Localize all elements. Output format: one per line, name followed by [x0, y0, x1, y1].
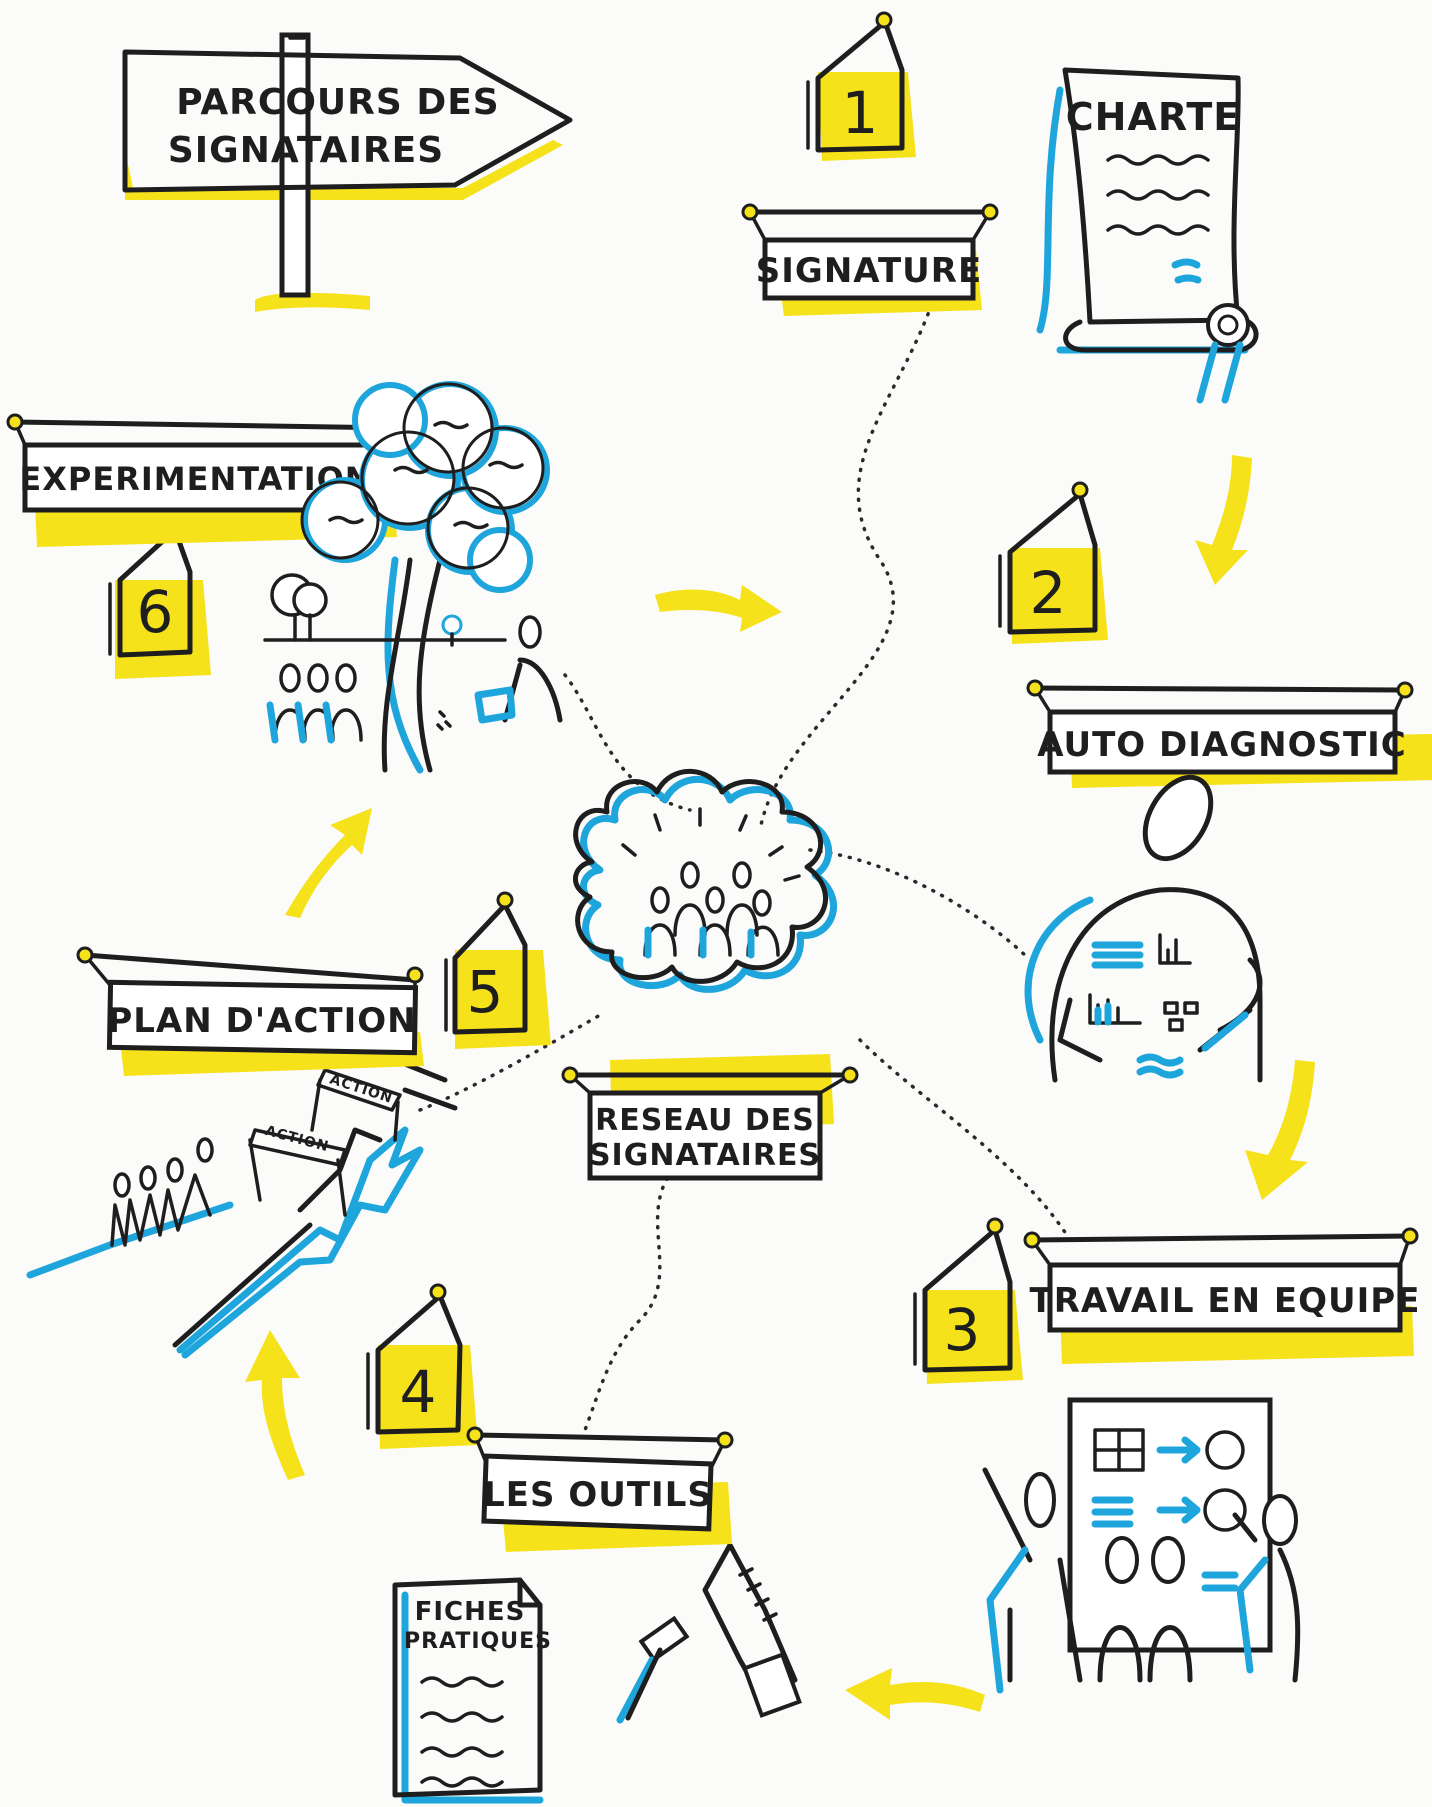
tree-scene — [263, 381, 563, 774]
arrow-board-to-tools — [845, 1668, 985, 1720]
step-4-number: 4 — [400, 1358, 437, 1426]
step-1-label-sign: SIGNATURE — [741, 203, 999, 316]
experimentation-crowd — [266, 663, 363, 744]
step-4-label-sign: LES OUTILS — [466, 1426, 734, 1552]
step-4-label: LES OUTILS — [483, 1475, 713, 1515]
step-4-flag: 4 — [366, 1283, 478, 1449]
action-banner-upper: ACTION — [328, 1071, 395, 1106]
fiches-document: FICHES PRATIQUES — [392, 1577, 552, 1804]
tools-icon — [616, 1542, 802, 1724]
charter-scroll: CHARTE — [1036, 67, 1259, 404]
fiches-line2: PRATIQUES — [404, 1629, 552, 1654]
center-label-sign: RESEAU DES SIGNATAIRES — [561, 1054, 859, 1181]
arrow-step2-to-step3 — [1245, 1060, 1315, 1200]
signpost-title-line2: SIGNATAIRES — [168, 130, 444, 171]
step-5-label-sign: PLAN D'ACTION — [76, 946, 424, 1076]
step-2-flag: 2 — [998, 481, 1108, 644]
fiches-line1: FICHES — [415, 1597, 526, 1627]
center-label-line2: SIGNATAIRES — [589, 1138, 821, 1173]
signpost: PARCOURS DES SIGNATAIRES — [122, 32, 573, 312]
network-crowd — [643, 861, 780, 959]
arrow-step6-to-step1 — [655, 585, 782, 632]
diagnostic-figure — [1024, 774, 1263, 1083]
step-3-flag: 3 — [913, 1217, 1023, 1384]
step-3-number: 3 — [944, 1296, 981, 1364]
step-2-number: 2 — [1030, 559, 1067, 627]
center-label-line1: RESEAU DES — [595, 1103, 815, 1138]
arrow-step5-to-step6 — [285, 808, 372, 918]
action-plan-crowd — [110, 1137, 214, 1247]
step-3-label: TRAVAIL EN EQUIPE — [1030, 1281, 1421, 1321]
signpost-title-line1: PARCOURS DES — [176, 82, 500, 123]
network-cloud — [572, 768, 838, 993]
step-1-number: 1 — [842, 79, 879, 147]
step-5-flag: 5 — [444, 891, 551, 1049]
charter-title: CHARTE — [1066, 95, 1241, 139]
action-plan-path: ACTION ACTION — [26, 1057, 458, 1359]
arrow-step4-to-step5 — [245, 1330, 305, 1480]
step-6-number: 6 — [137, 578, 174, 646]
step-2-label: AUTO DIAGNOSTIC — [1037, 725, 1407, 765]
teamwork-board — [982, 1397, 1301, 1694]
step-2-label-sign: AUTO DIAGNOSTIC — [1026, 679, 1432, 788]
step-3-label-sign: TRAVAIL EN EQUIPE — [1023, 1227, 1421, 1364]
step-1-label: SIGNATURE — [756, 251, 982, 291]
step-1-flag: 1 — [806, 11, 916, 161]
tree-canopy — [300, 381, 550, 593]
step-5-label: PLAN D'ACTION — [107, 1001, 416, 1041]
arrow-charter-to-step2 — [1195, 455, 1252, 585]
step-5-number: 5 — [467, 958, 504, 1026]
